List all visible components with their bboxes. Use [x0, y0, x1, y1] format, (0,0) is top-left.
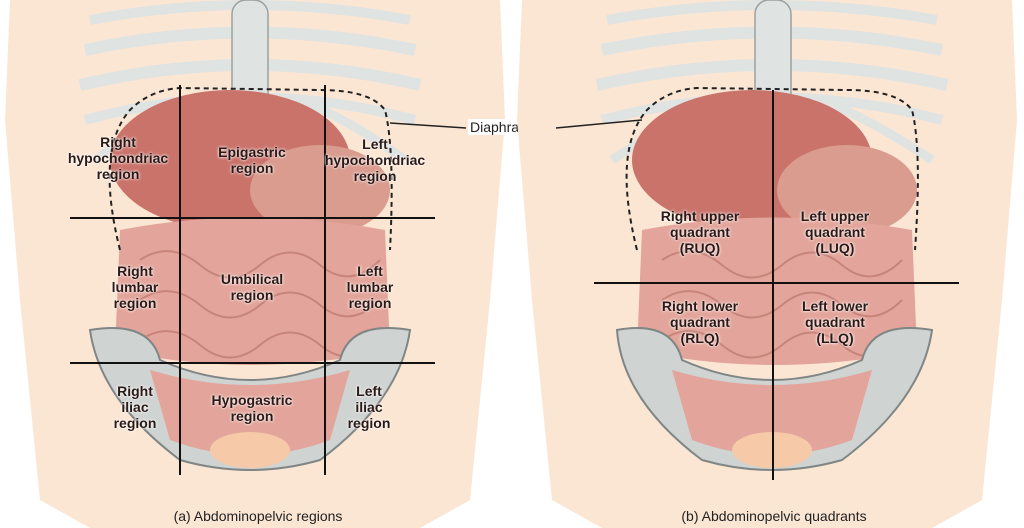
intestine-loops [139, 250, 381, 359]
label-ruq: Right upper quadrant (RUQ) [660, 208, 740, 256]
diaphragm-outline [108, 86, 393, 251]
panel-quadrants: Right upper quadrant (RUQ) Left upper qu… [512, 0, 1024, 528]
label-right-iliac: Right iliac region [113, 383, 157, 431]
diaphragm-leader-a [389, 122, 467, 129]
stomach [250, 145, 390, 235]
caption-quadrants: (b) Abdominopelvic quadrants [681, 508, 867, 524]
quadrants-illustration [517, 0, 1017, 528]
label-epigastric: Epigastric region [218, 144, 286, 176]
regions-illustration [5, 0, 505, 528]
label-hypogastric: Hypogastric region [211, 392, 293, 424]
label-umbilical: Umbilical region [220, 271, 284, 303]
panel-regions: Right hypochondriac region Epigastric re… [5, 0, 505, 528]
label-llq: Left lower quadrant (LLQ) [801, 298, 869, 346]
label-left-iliac: Left iliac region [347, 383, 391, 431]
label-rlq: Right lower quadrant (RLQ) [661, 298, 739, 346]
lower-intestine [150, 370, 350, 455]
diaphragm-outline [625, 86, 919, 251]
label-left-lumbar: Left lumbar region [346, 263, 394, 311]
label-luq: Left upper quadrant (LUQ) [800, 208, 870, 256]
stomach [777, 145, 917, 235]
label-right-hypochondriac: Right hypochondriac region [67, 134, 169, 182]
label-right-lumbar: Right lumbar region [111, 263, 159, 311]
label-left-hypochondriac: Left hypochondriac region [324, 136, 426, 184]
intestine-loops [661, 250, 903, 359]
bladder [210, 432, 290, 468]
diaphragm-leader-b [555, 119, 643, 129]
caption-regions: (a) Abdominopelvic regions [173, 508, 343, 524]
